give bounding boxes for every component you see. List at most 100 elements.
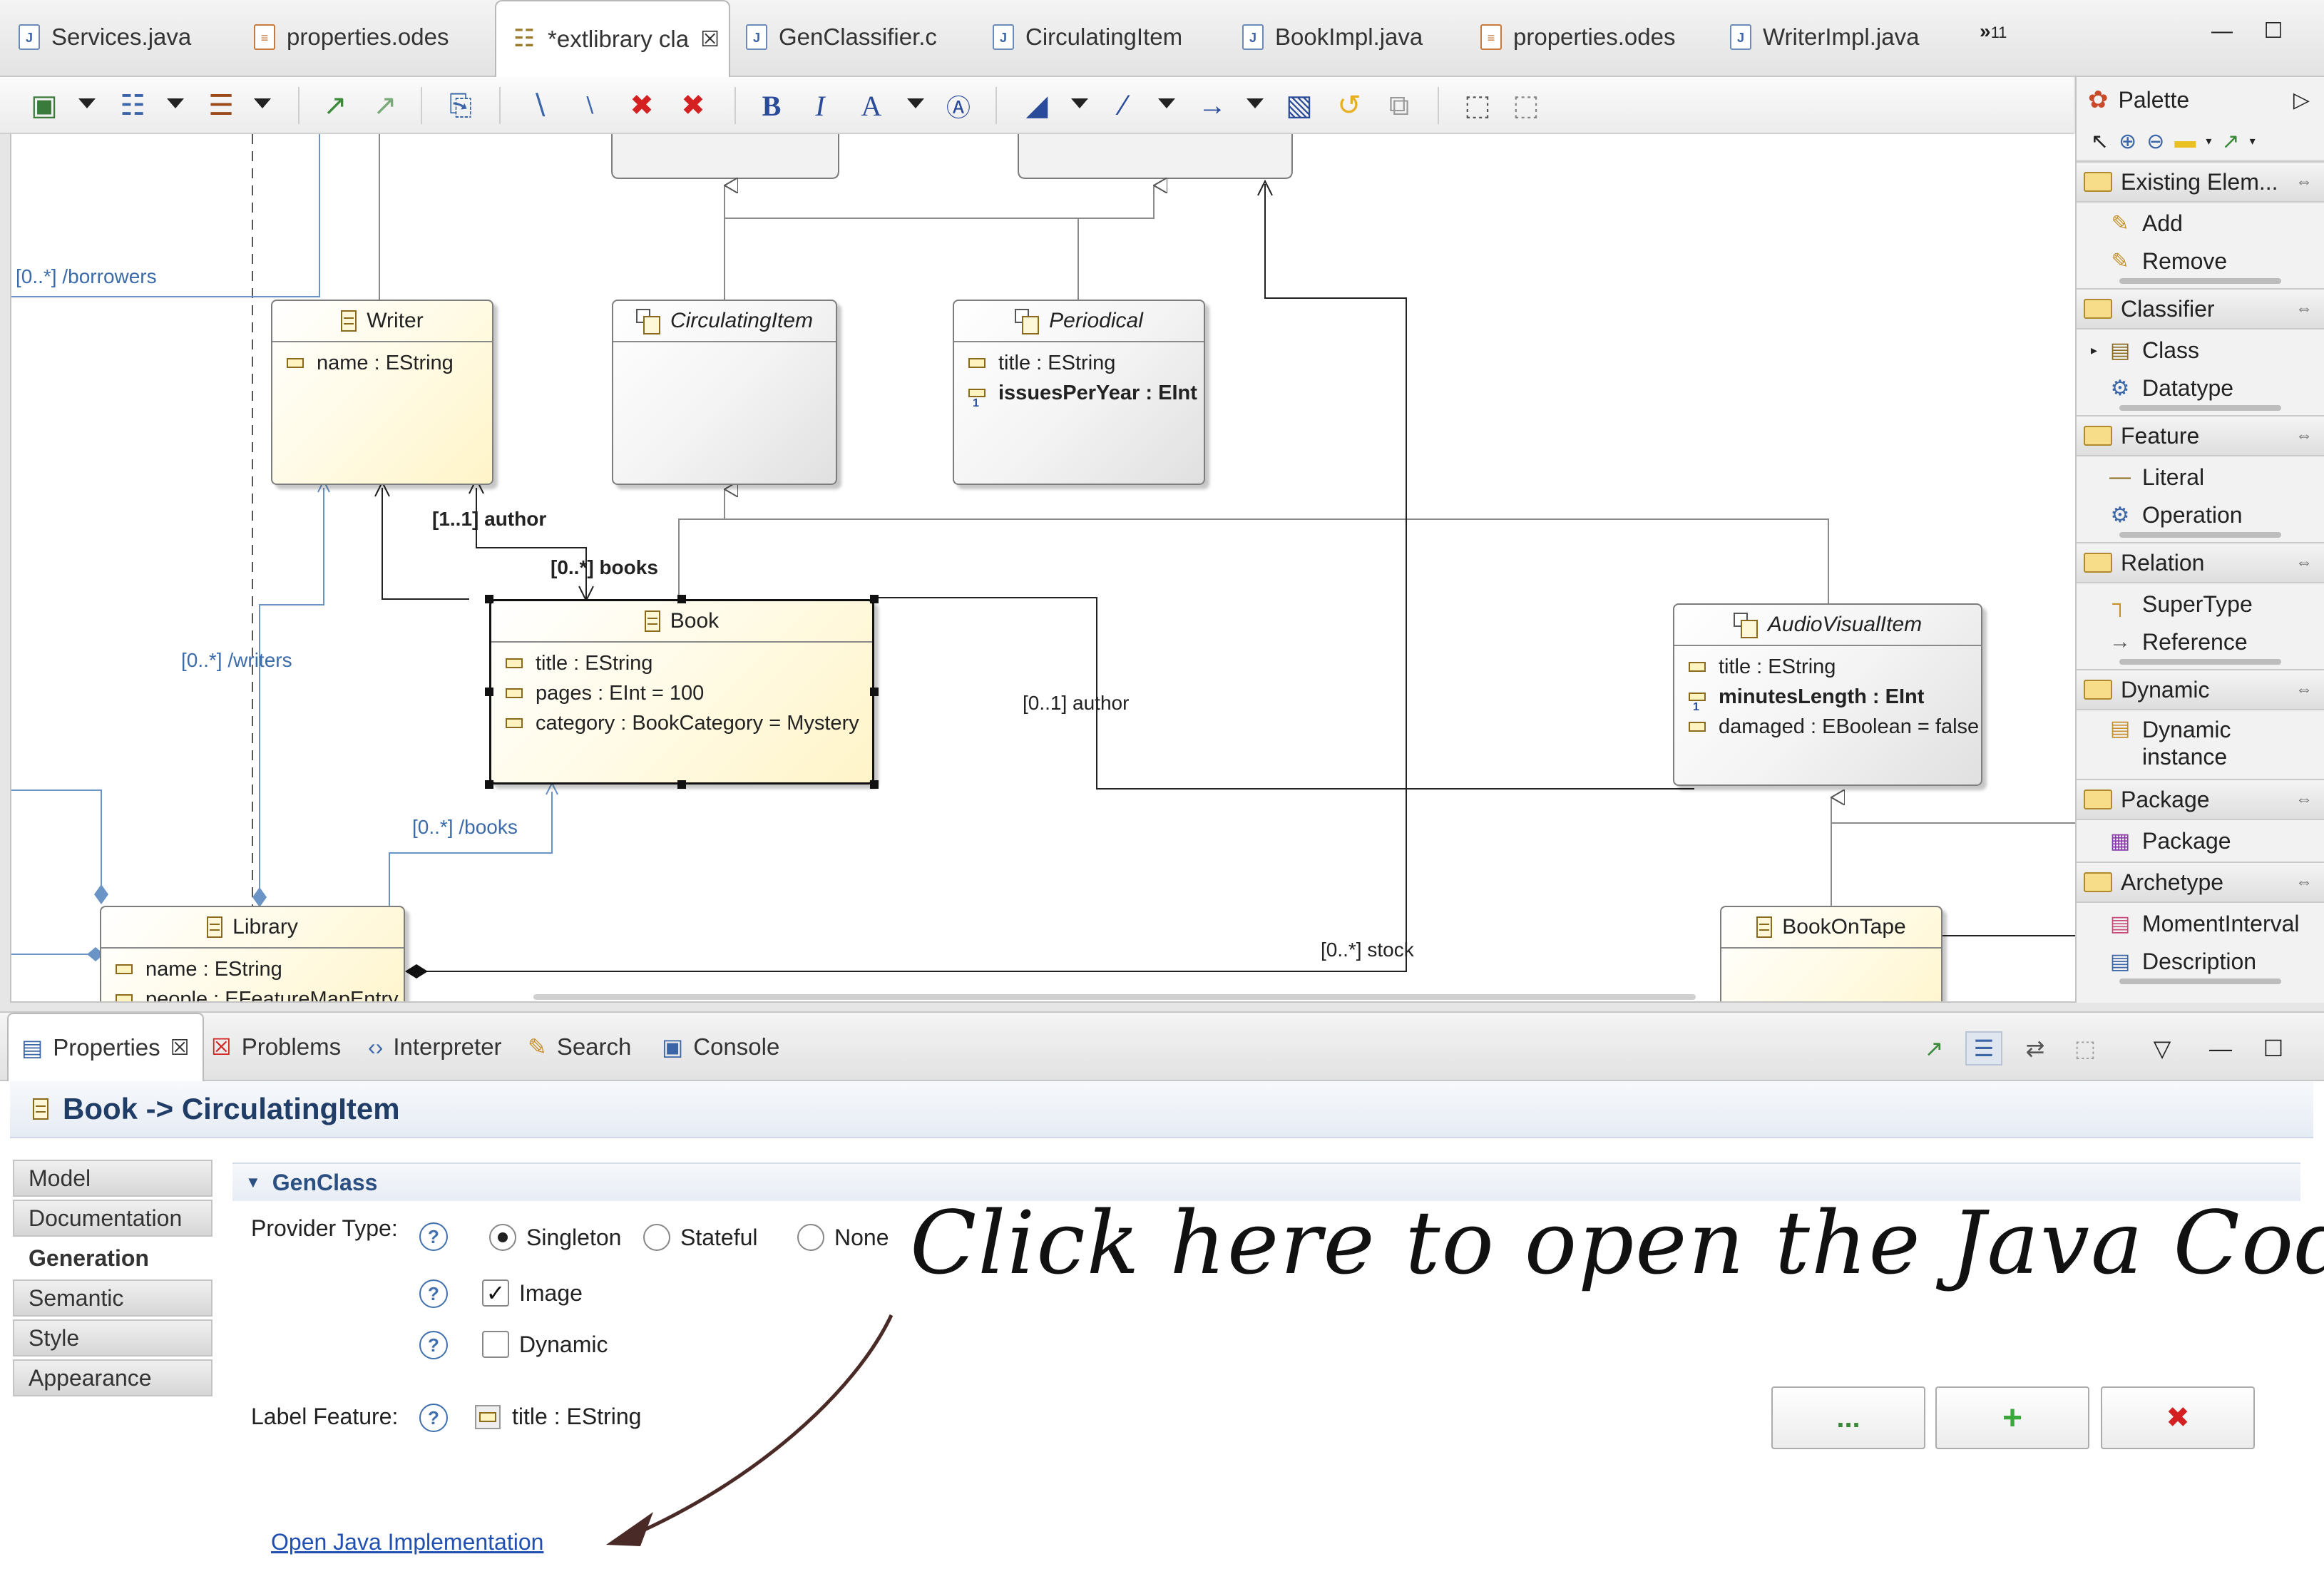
radio-none[interactable]: None (797, 1224, 889, 1251)
attribute-row[interactable]: people : EFeatureMapEntry (101, 984, 404, 1001)
select-all-icon[interactable]: ☷ (120, 90, 145, 121)
diagram-canvas[interactable]: [0..*] /borrowers [1..1] author [0..*] b… (10, 134, 2075, 1003)
export-image-icon[interactable]: ⬚ (1512, 90, 1540, 121)
palette-item-description[interactable]: ▤Description (2077, 944, 2324, 978)
pin-icon[interactable]: ⇔ (2295, 172, 2313, 191)
class-node-book-on-tape[interactable]: BookOnTape (1720, 906, 1942, 1001)
maximize-icon[interactable]: ☐ (2263, 19, 2283, 43)
collapse-palette-icon[interactable]: ▷ (2293, 88, 2310, 112)
layers-icon[interactable]: ☰ (208, 90, 234, 121)
fill-color-icon[interactable]: ◢ (1025, 90, 1048, 121)
view-menu-icon[interactable]: ▽ (2153, 1036, 2171, 1061)
apply-style-icon[interactable]: ▧ (1286, 90, 1313, 121)
radio-singleton[interactable]: Singleton (489, 1224, 621, 1251)
book-writer-edge[interactable] (382, 488, 469, 600)
line-style-dropdown[interactable] (1247, 98, 1264, 108)
open-java-implementation-link[interactable]: Open Java Implementation (271, 1529, 544, 1555)
delete-from-model-icon[interactable]: ✖ (681, 90, 705, 121)
close-icon[interactable]: ☒ (700, 27, 720, 51)
drawer-scrollbar[interactable] (2119, 405, 2281, 411)
inherit-edge-av[interactable] (725, 518, 1829, 603)
attribute-row[interactable]: damaged : EBoolean = false (1674, 712, 1981, 742)
font-color-dropdown[interactable] (907, 98, 924, 108)
show-categories-icon[interactable]: ☰ (1965, 1031, 2002, 1066)
select-tool-icon[interactable]: ↖ (2091, 129, 2109, 153)
props-tab-model[interactable]: Model (13, 1160, 213, 1197)
fill-color-dropdown[interactable] (1071, 98, 1088, 108)
pin-icon[interactable]: ⇔ (2295, 426, 2313, 445)
palette-item-moment-interval[interactable]: ▤MomentInterval (2077, 903, 2324, 944)
zoom-fit-icon[interactable]: ⬚ (1464, 90, 1491, 121)
class-node-library[interactable]: Library name : EString people : EFeature… (100, 906, 405, 1001)
palette-header[interactable]: ✿ Palette ▷ (2088, 86, 2310, 113)
zoom-in-icon[interactable]: ⊕ (2119, 129, 2137, 153)
palette-item-package[interactable]: ▦Package (2077, 820, 2324, 862)
font-color-icon[interactable]: A (861, 89, 882, 122)
resize-handle[interactable] (677, 780, 686, 789)
lib-books-edge[interactable] (389, 792, 553, 906)
unpin-icon[interactable]: ↗ (373, 90, 397, 121)
pin-icon[interactable]: ⇔ (2295, 299, 2313, 318)
line-color-dropdown[interactable] (1158, 98, 1175, 108)
canvas-scrollbar[interactable] (533, 994, 1696, 1000)
palette-item-add[interactable]: ✎Add (2077, 203, 2324, 244)
view-tab-console[interactable]: ▣ Console (662, 1033, 780, 1060)
drawer-scrollbar[interactable] (2119, 659, 2281, 665)
view-tab-properties[interactable]: ▤ Properties ☒ (7, 1013, 204, 1081)
attribute-row[interactable]: title : EString (1674, 652, 1981, 682)
palette-item-dynamic-instance[interactable]: ▤Dynamic instance (2077, 710, 2324, 779)
partial-node-left[interactable] (611, 134, 839, 179)
pin-icon[interactable]: ⇔ (2295, 790, 2313, 809)
class-node-audio-visual-item[interactable]: AudioVisualItem title : EString minutesL… (1673, 603, 1982, 786)
props-tab-documentation[interactable]: Documentation (13, 1200, 213, 1237)
resize-handle[interactable] (870, 688, 879, 696)
palette-drawer-classifier[interactable]: Classifier⇔ (2077, 288, 2324, 329)
palette-item-class[interactable]: ▸▤Class (2091, 337, 2200, 363)
palette-item-datatype[interactable]: ⚙Datatype (2077, 371, 2324, 405)
props-tab-semantic[interactable]: Semantic (13, 1279, 213, 1317)
av-author-edge[interactable] (874, 597, 1694, 790)
minimize-icon[interactable]: — (2209, 1035, 2232, 1061)
editor-tab-services-java[interactable]: Services.java (3, 0, 238, 74)
remove-button[interactable]: ✖ (2101, 1386, 2255, 1449)
editor-tab-extlibrary[interactable]: *extlibrary cla ☒ (495, 0, 730, 77)
editor-tab-genclassifier[interactable]: GenClassifier.c (730, 0, 977, 74)
props-tab-appearance[interactable]: Appearance (13, 1359, 213, 1396)
add-button[interactable]: + (1935, 1386, 2089, 1449)
resize-handle[interactable] (870, 595, 879, 603)
class-node-circulating-item[interactable]: CirculatingItem (612, 300, 837, 485)
drawer-scrollbar[interactable] (2119, 532, 2281, 538)
hide-label-icon[interactable]: ∖ (582, 93, 596, 118)
resize-handle[interactable] (485, 595, 493, 603)
reset-style-icon[interactable]: ↺ (1337, 90, 1361, 121)
arrange-all-icon[interactable]: ▣ (31, 90, 58, 121)
genclass-section-header[interactable]: ▼ GenClass (232, 1163, 2300, 1201)
copy-format-icon[interactable]: ⎘ (449, 89, 472, 121)
borrowers-edge[interactable] (11, 134, 320, 297)
image-checkbox[interactable]: ✓Image (482, 1279, 583, 1307)
view-tab-search[interactable]: ✎ Search (528, 1033, 632, 1060)
font-dialog-icon[interactable]: Ⓐ (946, 94, 971, 122)
attribute-row[interactable]: minutesLength : EInt (1674, 682, 1981, 714)
dynamic-checkbox[interactable]: Dynamic (482, 1331, 608, 1358)
author-books-edge[interactable] (476, 488, 587, 599)
help-icon[interactable]: ? (419, 1331, 448, 1359)
palette-drawer-feature[interactable]: Feature⇔ (2077, 415, 2324, 456)
copy-appearance-icon[interactable]: ⧉ (1388, 89, 1410, 121)
layers-dropdown[interactable] (254, 98, 271, 108)
help-icon[interactable]: ? (419, 1404, 448, 1432)
editor-tab-writerimpl[interactable]: WriterImpl.java (1714, 0, 1957, 74)
view-tab-interpreter[interactable]: ‹› Interpreter (368, 1033, 502, 1060)
attribute-row[interactable]: pages : EInt = 100 (491, 678, 872, 708)
tab-overflow-button[interactable]: »11 (1980, 20, 2007, 42)
stock-edge[interactable] (419, 184, 1407, 972)
minimize-icon[interactable]: — (2211, 19, 2233, 43)
props-tab-style[interactable]: Style (13, 1319, 213, 1356)
help-icon[interactable]: ? (419, 1279, 448, 1308)
palette-item-supertype[interactable]: ┐SuperType (2077, 583, 2324, 625)
pin-icon[interactable]: ⇔ (2295, 872, 2313, 891)
browse-button[interactable]: ... (1771, 1386, 1925, 1449)
attribute-row[interactable]: name : EString (272, 348, 492, 378)
palette-item-operation[interactable]: ⚙Operation (2077, 498, 2324, 532)
attribute-row[interactable]: title : EString (954, 348, 1204, 378)
